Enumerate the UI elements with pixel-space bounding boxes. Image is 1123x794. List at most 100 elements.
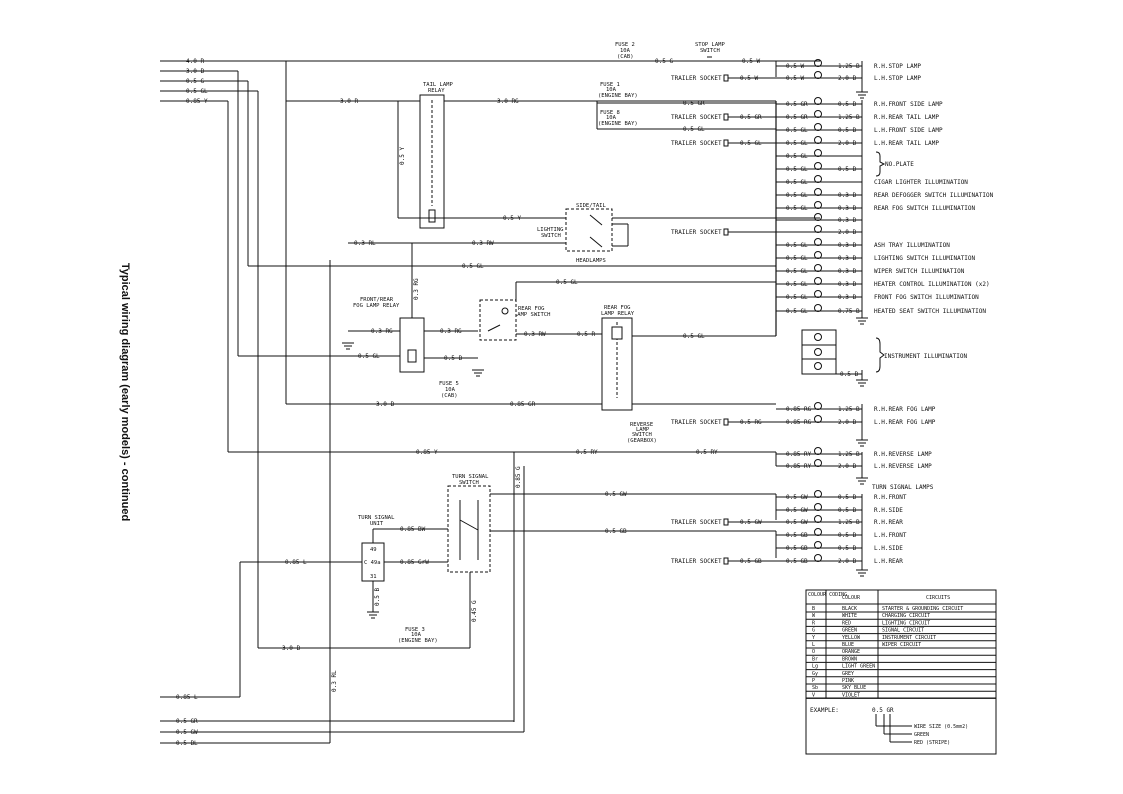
wire-label: 0.3 RW	[472, 240, 494, 247]
table-cell: BROWN	[842, 656, 857, 662]
table-cell: R	[812, 620, 816, 626]
example-code: 0.5 GR	[872, 707, 894, 714]
wire-label: 1.25 B	[838, 114, 860, 121]
wire-label: 0.85 L	[285, 559, 307, 566]
wire-label: 3.0 B	[282, 645, 300, 652]
lamp-bulb	[814, 277, 822, 285]
table-cell: Y	[812, 635, 815, 641]
wire-label: 0.85 RY	[786, 451, 812, 458]
lamp-label: ASH TRAY ILLUMINATION	[874, 242, 950, 249]
fuse3-label: 10A	[411, 632, 422, 638]
table-cell: BLUE	[842, 642, 854, 648]
lamp-bulb	[814, 415, 822, 423]
lamp-row: 0.5 GL 0.3 B ASH TRAY ILLUMINATION	[776, 238, 950, 249]
table-cell: V	[812, 692, 815, 698]
lamp-bulb	[814, 541, 822, 549]
feed-label: 0.5 GL	[186, 88, 208, 95]
turn-lamps-label: TURN SIGNAL LAMPS	[872, 484, 934, 491]
wire-label: 0.5 W	[786, 63, 804, 70]
feed-label: 0.5 G	[186, 78, 204, 85]
wire-label: 0.45 G	[471, 600, 478, 622]
table-cell: CHARGING CIRCUIT	[882, 613, 930, 619]
lamp-bulb	[814, 459, 822, 467]
wire-label: 0.5 RY	[696, 449, 718, 456]
wire-label: 0.5 W	[742, 58, 760, 65]
ground-icon	[472, 369, 484, 377]
wire-label: 0.5 B	[840, 371, 858, 378]
lamp-label: REAR FOG SWITCH ILLUMINATION	[874, 205, 976, 212]
stop-lamp-circuit: FUSE 2 10A (CAB) STOP LAMP SWITCH 0.5 G …	[615, 42, 820, 77]
table-cell: G	[812, 628, 815, 634]
table-cell: SKY BLUE	[842, 685, 866, 691]
table-cell: W	[812, 613, 816, 619]
wire-label: 0.5 B	[838, 532, 856, 539]
wire-label: 0.5 GW	[786, 507, 808, 514]
reverse-switch-label: LAMP	[636, 427, 650, 433]
lamp-bulb	[814, 264, 822, 272]
wire-label: 0.5 B	[444, 355, 462, 362]
wire-label: 0.5 GL	[786, 179, 808, 186]
feed-label: 3.0 B	[186, 68, 204, 75]
trailer-socket-label: TRAILER SOCKET	[671, 229, 722, 236]
rear-fog-switch-label: REAR FOG	[518, 306, 545, 312]
lamp-label: L.H.REAR FOG LAMP	[874, 419, 936, 426]
wire-label: 0.5 GL	[683, 126, 705, 133]
ground-icon	[856, 317, 868, 325]
lamp-bulb	[814, 225, 822, 233]
wire-label: 2.0 B	[838, 140, 856, 147]
lamp-bulb	[814, 123, 822, 131]
wire-label: 1.25 B	[838, 406, 860, 413]
page-title: Typical wiring diagram (early models) - …	[119, 263, 131, 521]
fuse3-label: FUSE 3	[405, 627, 425, 633]
wire-label: 0.3 B	[838, 294, 856, 301]
ground-icon	[342, 342, 354, 350]
lamp-bulb	[814, 149, 822, 157]
table-cell: WHITE	[842, 613, 857, 619]
wire-label: 0.3 B	[838, 242, 856, 249]
reverse-lamp-circuit: REVERSE LAMP SWITCH (GEARBOX) 0.85 Y 0.5…	[228, 422, 777, 722]
table-cell: VIOLET	[842, 692, 860, 698]
ground-symbols	[342, 61, 868, 619]
wire-label: 0.85 RG	[786, 419, 812, 426]
table-cell: Lg	[812, 664, 818, 670]
wire-label: 0.5 GL	[786, 268, 808, 275]
lighting-switch: SIDE/TAIL LIGHTING SWITCH HEADLAMPS	[406, 203, 629, 264]
lamp-bulb	[814, 447, 822, 455]
headlamps-label: HEADLAMPS	[576, 258, 606, 264]
wire-label: 0.3 B	[838, 255, 856, 262]
reverse-switch-label: SWITCH	[632, 432, 652, 438]
wire-label: 0.5 RY	[576, 449, 598, 456]
lamp-row: 0.5 GL	[776, 149, 862, 160]
turn-unit-label: TURN SIGNAL	[358, 515, 395, 521]
rear-fog-switch-label: LAMP SWITCH	[514, 312, 550, 318]
wire-label: 0.85 Y	[416, 449, 438, 456]
fog-relay-label: FRONT/REAR	[360, 297, 394, 303]
fog-relay-label: FOG LAMP RELAY	[353, 303, 400, 309]
wire-label: 0.5 GL	[786, 192, 808, 199]
table-cell: BLACK	[842, 606, 857, 612]
left-feeds: 4.0 R 3.0 B 0.5 G 0.5 GL 0.85 Y	[160, 58, 676, 648]
lamp-label: R.H.REAR FOG LAMP	[874, 406, 936, 413]
instrument-illum-label: INSTRUMENT ILLUMINATION	[884, 353, 967, 360]
feed-label: 0.85 L	[176, 694, 198, 701]
trailer-socket-label: TRAILER SOCKET	[671, 140, 722, 147]
side-tail-label: SIDE/TAIL	[576, 203, 606, 209]
tail-lamp-relay: TAIL LAMP RELAY 3.0 R 3.0 RG 0.5 Y 0.5 Y	[286, 82, 820, 229]
lamp-label: CIGAR LIGHTER ILLUMINATION	[874, 179, 968, 186]
tsu-pin: 31	[370, 574, 377, 580]
wire-label: 0.5 GL	[786, 242, 808, 249]
wire-label: 0.3 RL	[331, 670, 338, 692]
table-cell: INSTRUMENT CIRCUIT	[882, 635, 936, 641]
wire-label: 0.5 GR	[786, 114, 808, 121]
wire-label: 0.85 GR	[510, 401, 536, 408]
